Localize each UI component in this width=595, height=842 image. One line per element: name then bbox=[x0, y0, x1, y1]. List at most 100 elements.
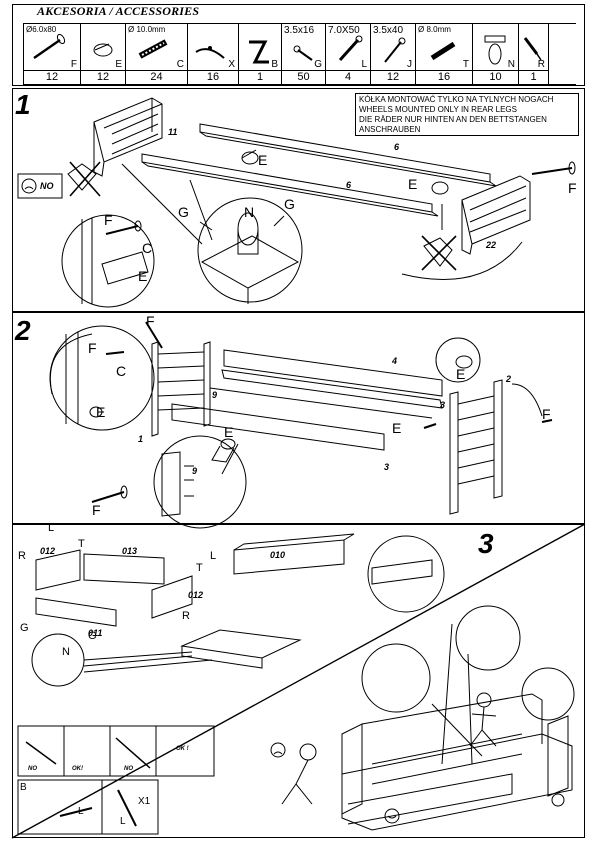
wheel-mount-note: KÓŁKA MONTOWAĆ TYLKO NA TYLNYCH NOGACH W… bbox=[355, 93, 579, 136]
accessory-spec: 7.0X50 bbox=[328, 25, 360, 36]
letter-n-step3: N bbox=[62, 646, 70, 658]
accessory-code: C bbox=[176, 59, 184, 70]
accessory-spec: 3.5x40 bbox=[373, 25, 404, 36]
accessory-code: N bbox=[507, 59, 515, 70]
accessory-quantity: 10 bbox=[473, 70, 518, 84]
part-1-label: 1 bbox=[138, 434, 144, 444]
accessory-code: J bbox=[407, 59, 412, 70]
tool-no-label-a: NO bbox=[28, 766, 37, 772]
step-2-drawing bbox=[49, 321, 553, 529]
step-2-number: 2 bbox=[15, 315, 31, 346]
letter-c-step2: C bbox=[116, 363, 127, 379]
letter-f-step1-a: F bbox=[568, 180, 577, 196]
step-3-number: 3 bbox=[478, 528, 494, 559]
tool-ok-label-b: OK ! bbox=[176, 746, 189, 752]
tool-ok-label-a: OK! bbox=[72, 766, 83, 772]
part-3-label-a: 3 bbox=[440, 400, 446, 410]
note-line-de: DIE RÄDER NUR HINTEN AN DEN BETTSTANGEN bbox=[359, 115, 547, 124]
letter-t-step3-b: T bbox=[196, 562, 203, 574]
castor-wheel-icon bbox=[484, 35, 506, 65]
note-line-de-2: ANSCHRAUBEN bbox=[359, 125, 421, 134]
letter-e-step1-a: E bbox=[258, 152, 268, 168]
note-line-pl: KÓŁKA MONTOWAĆ TYLKO NA TYLNYCH NOGACH bbox=[359, 95, 554, 104]
part-9-label-b: 9 bbox=[192, 466, 198, 476]
barrel-nut-icon bbox=[93, 43, 113, 57]
accessory-code: E bbox=[115, 59, 122, 70]
no-label-step1: NO bbox=[40, 181, 54, 191]
part-011-label: 011 bbox=[88, 628, 103, 638]
accessory-quantity: 12 bbox=[81, 70, 125, 84]
accessories-title: AKCESORIA / ACCESSORIES bbox=[37, 4, 200, 18]
part-010-label: 010 bbox=[270, 550, 286, 560]
letter-e-step2-a: E bbox=[96, 404, 106, 420]
bolt-icon bbox=[33, 33, 66, 59]
tool-l-label-b: L bbox=[120, 816, 126, 827]
dowel-icon bbox=[138, 39, 168, 59]
letter-r-step3-a: R bbox=[18, 550, 26, 562]
letter-g-step1-a: G bbox=[178, 204, 189, 220]
letter-n-step1: N bbox=[244, 204, 255, 220]
accessory-code: X bbox=[228, 59, 235, 70]
accessory-quantity: 50 bbox=[282, 70, 325, 84]
part-013-label: 013 bbox=[122, 546, 138, 556]
accessory-code: B bbox=[271, 59, 278, 70]
letter-e-step1-c: E bbox=[138, 268, 148, 284]
bracket-icon bbox=[195, 46, 225, 59]
tool-x1-label: X1 bbox=[138, 796, 151, 807]
accessory-quantity: 16 bbox=[416, 70, 472, 84]
accessory-code: L bbox=[361, 59, 367, 70]
part-3-label-b: 3 bbox=[384, 462, 390, 472]
step-2-panel: 2 bbox=[12, 312, 585, 524]
part-012-label-a: 012 bbox=[40, 546, 56, 556]
letter-e-step2-b: E bbox=[224, 424, 234, 440]
step-1-number: 1 bbox=[15, 89, 31, 120]
part-012-label-b: 012 bbox=[188, 590, 204, 600]
part-9-label-a: 9 bbox=[212, 390, 218, 400]
letter-r-step3-b: R bbox=[182, 610, 190, 622]
letter-f-step2-c: F bbox=[92, 502, 101, 518]
part-11-label: 11 bbox=[168, 127, 178, 137]
letter-f-step1-b: F bbox=[104, 212, 113, 228]
accessory-quantity: 16 bbox=[188, 70, 238, 84]
tool-no-label-b: NO bbox=[124, 766, 133, 772]
note-line-en: WHEELS MOUNTED ONLY IN REAR LEGS bbox=[359, 105, 517, 114]
step-1-panel: 1 bbox=[12, 88, 585, 312]
letter-g-step3-b: G bbox=[88, 630, 97, 642]
part-22-label: 22 bbox=[486, 240, 497, 250]
short-screw-icon bbox=[293, 45, 313, 61]
letter-g-step3-a: G bbox=[20, 622, 29, 634]
part-6-label-b: 6 bbox=[346, 180, 352, 190]
tool-b-label: B bbox=[20, 782, 27, 793]
small-dowel-icon bbox=[430, 41, 456, 61]
accessory-spec: Ø 8.0mm bbox=[418, 25, 451, 34]
screwdriver-icon bbox=[523, 37, 542, 61]
step-3-drawing bbox=[11, 523, 586, 839]
letter-c-step1: C bbox=[142, 240, 153, 256]
accessory-spec: 3.5x16 bbox=[284, 25, 315, 36]
tool-l-label-a: L bbox=[78, 806, 84, 817]
accessory-quantity: 12 bbox=[371, 70, 415, 84]
letter-e-step2-c: E bbox=[392, 420, 402, 436]
letter-f-step2-a: F bbox=[146, 313, 155, 329]
accessory-spec: Ø6.0x80 bbox=[26, 25, 57, 34]
part-6-label-a: 6 bbox=[394, 142, 400, 152]
part-2-label: 2 bbox=[506, 374, 512, 384]
letter-f-step2-d: F bbox=[542, 406, 551, 422]
letter-l-step3-b: L bbox=[210, 550, 217, 562]
step-1-drawing: NO bbox=[17, 97, 576, 308]
accessory-quantity: 1 bbox=[239, 70, 281, 84]
letter-f-step2-b: F bbox=[88, 340, 97, 356]
accessory-code: T bbox=[462, 59, 469, 70]
accessory-code: R bbox=[537, 59, 545, 70]
